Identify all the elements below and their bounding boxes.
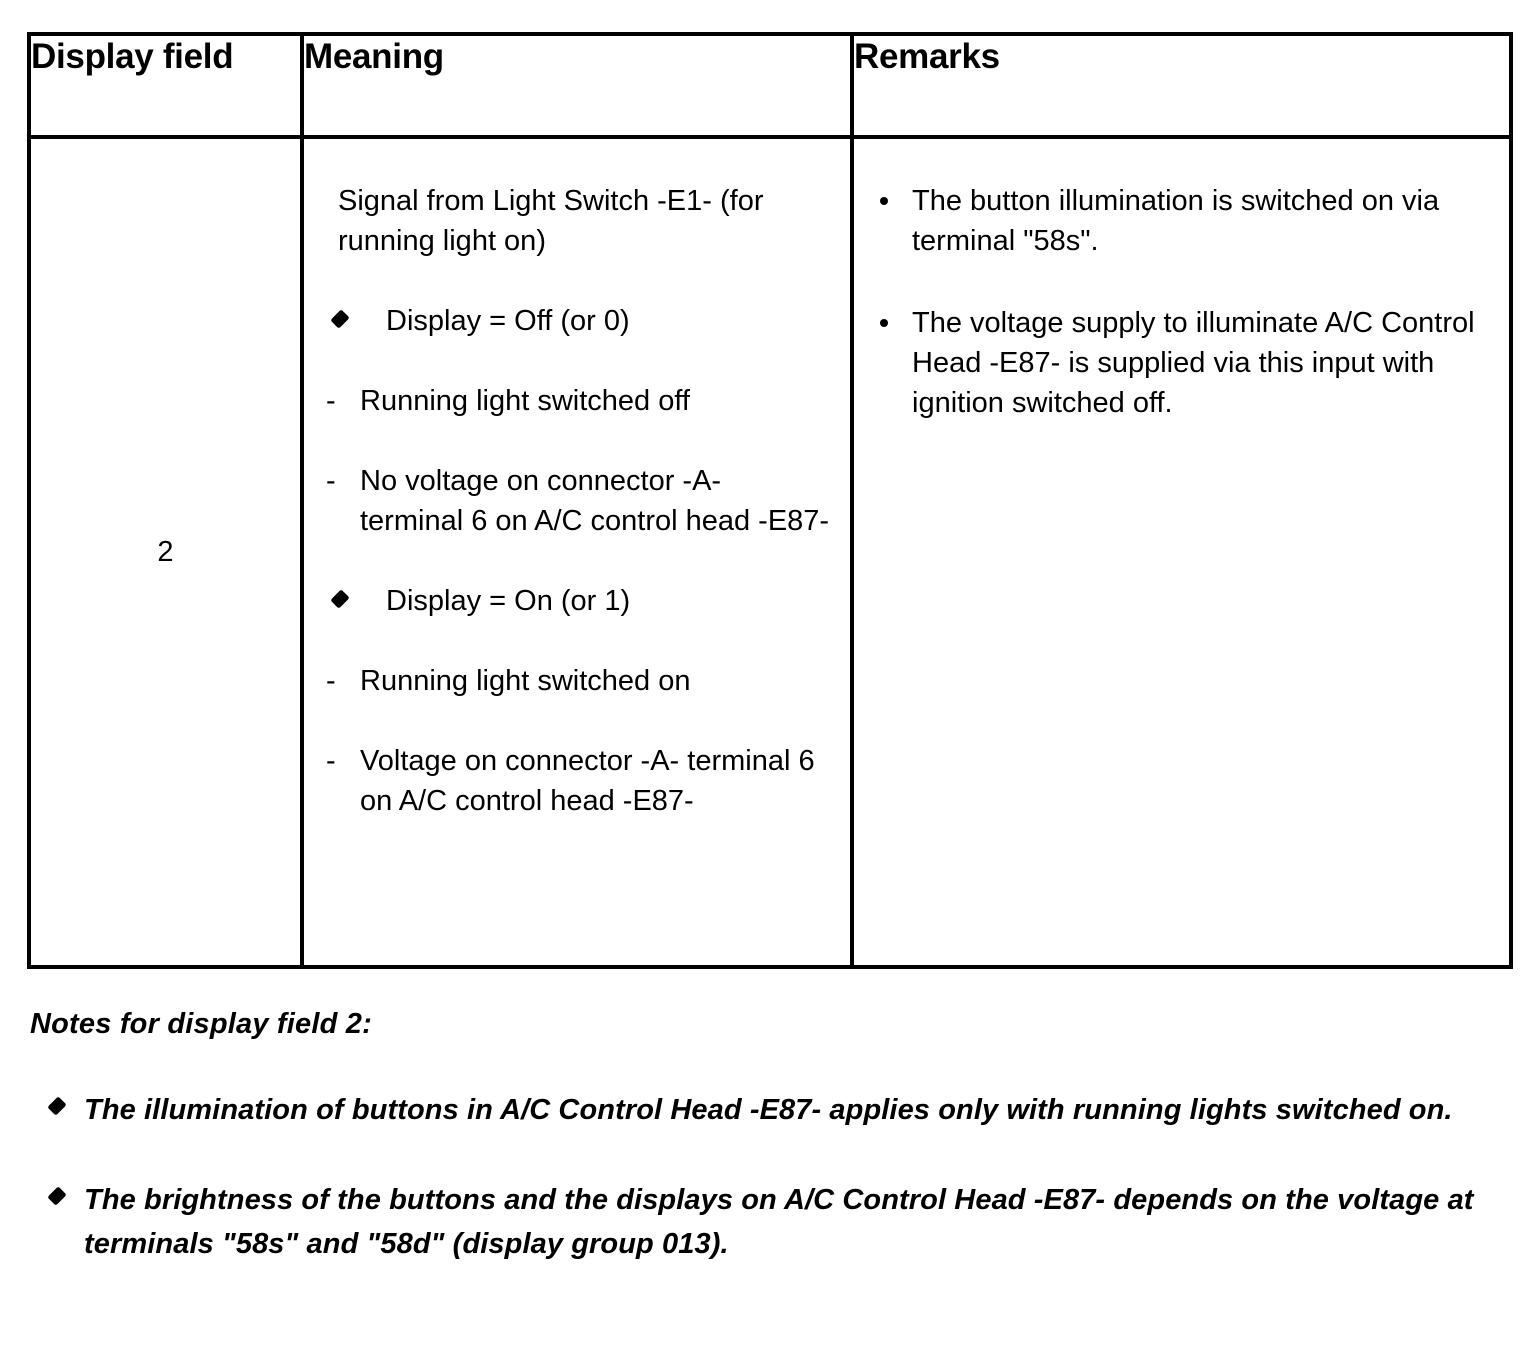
meaning-detail-block-off-1: - Running light switched off bbox=[326, 381, 832, 421]
meaning-detail-block-on-1: - Running light switched on bbox=[326, 661, 832, 701]
meaning-state-block-on: Display = On (or 1) bbox=[326, 581, 832, 621]
diamond-bullet-icon bbox=[334, 313, 351, 330]
meaning-detail-off-2: - No voltage on connector -A- terminal 6… bbox=[326, 461, 832, 541]
meaning-detail-text-on-2: Voltage on connector -A- terminal 6 on A… bbox=[360, 745, 815, 817]
cell-display-field: 2 bbox=[27, 135, 304, 969]
meaning-state-label-on: Display = On (or 1) bbox=[386, 585, 631, 617]
remark-item-2: The voltage supply to illuminate A/C Con… bbox=[872, 303, 1487, 423]
dash-marker-icon: - bbox=[326, 465, 336, 497]
display-field-number: 2 bbox=[157, 536, 174, 568]
cell-remarks: The button illumination is switched on v… bbox=[850, 135, 1513, 969]
table-row: 2 Signal from Light Switch -E1- (for run… bbox=[27, 135, 1513, 969]
diamond-bullet-icon bbox=[51, 1190, 67, 1206]
column-header-meaning: Meaning bbox=[300, 32, 854, 139]
note-item-1: The illumination of buttons in A/C Contr… bbox=[27, 1088, 1487, 1132]
table-header-row: Display field Meaning Remarks bbox=[27, 32, 1513, 139]
dash-marker-icon: - bbox=[326, 385, 336, 417]
note-text-1: The illumination of buttons in A/C Contr… bbox=[84, 1094, 1453, 1126]
meaning-detail-on-1: - Running light switched on bbox=[326, 661, 832, 701]
column-header-display-field: Display field bbox=[27, 32, 304, 139]
dash-marker-icon: - bbox=[326, 665, 336, 697]
dot-bullet-icon bbox=[880, 319, 888, 327]
notes-title: Notes for display field 2: bbox=[30, 1008, 372, 1040]
column-header-remarks-label: Remarks bbox=[854, 37, 1000, 76]
meaning-detail-on-2: - Voltage on connector -A- terminal 6 on… bbox=[326, 741, 832, 821]
table-header: Display field Meaning Remarks bbox=[27, 32, 1513, 139]
meaning-state-block-off: Display = Off (or 0) bbox=[326, 301, 832, 341]
meaning-detail-text-off-2: No voltage on connector -A- terminal 6 o… bbox=[360, 465, 830, 537]
field-number-container: 2 bbox=[31, 139, 300, 965]
meaning-state-bullet-off: Display = Off (or 0) bbox=[326, 301, 832, 341]
diamond-bullet-icon bbox=[51, 1100, 67, 1116]
dot-bullet-icon bbox=[880, 197, 888, 205]
dash-marker-icon: - bbox=[326, 745, 336, 777]
remark-item-1: The button illumination is switched on v… bbox=[872, 181, 1487, 261]
remarks-content: The button illumination is switched on v… bbox=[854, 139, 1509, 423]
column-header-meaning-label: Meaning bbox=[304, 37, 444, 76]
table-body: 2 Signal from Light Switch -E1- (for run… bbox=[27, 135, 1513, 969]
note-text-2: The brightness of the buttons and the di… bbox=[84, 1184, 1474, 1260]
column-header-remarks: Remarks bbox=[850, 32, 1513, 139]
meaning-state-bullet-on: Display = On (or 1) bbox=[326, 581, 832, 621]
meaning-detail-block-off-2: - No voltage on connector -A- terminal 6… bbox=[326, 461, 832, 541]
note-item-2: The brightness of the buttons and the di… bbox=[27, 1178, 1487, 1266]
remark-text-1: The button illumination is switched on v… bbox=[912, 185, 1440, 257]
column-header-display-field-label: Display field bbox=[31, 37, 234, 76]
meaning-detail-off-1: - Running light switched off bbox=[326, 381, 832, 421]
meaning-content: Signal from Light Switch -E1- (for runni… bbox=[304, 139, 850, 821]
meaning-detail-text-on-1: Running light switched on bbox=[360, 665, 691, 697]
cell-meaning: Signal from Light Switch -E1- (for runni… bbox=[300, 135, 854, 969]
notes-section: Notes for display field 2: The illuminat… bbox=[27, 1006, 1487, 1266]
meaning-detail-block-on-2: - Voltage on connector -A- terminal 6 on… bbox=[326, 741, 832, 821]
meaning-detail-text-off-1: Running light switched off bbox=[360, 385, 690, 417]
remark-text-2: The voltage supply to illuminate A/C Con… bbox=[912, 307, 1475, 419]
meaning-intro-text: Signal from Light Switch -E1- (for runni… bbox=[338, 185, 764, 257]
diamond-bullet-icon bbox=[334, 593, 351, 610]
meaning-state-label-off: Display = Off (or 0) bbox=[386, 305, 630, 337]
display-field-reference-table: Display field Meaning Remarks 2 bbox=[27, 32, 1513, 969]
